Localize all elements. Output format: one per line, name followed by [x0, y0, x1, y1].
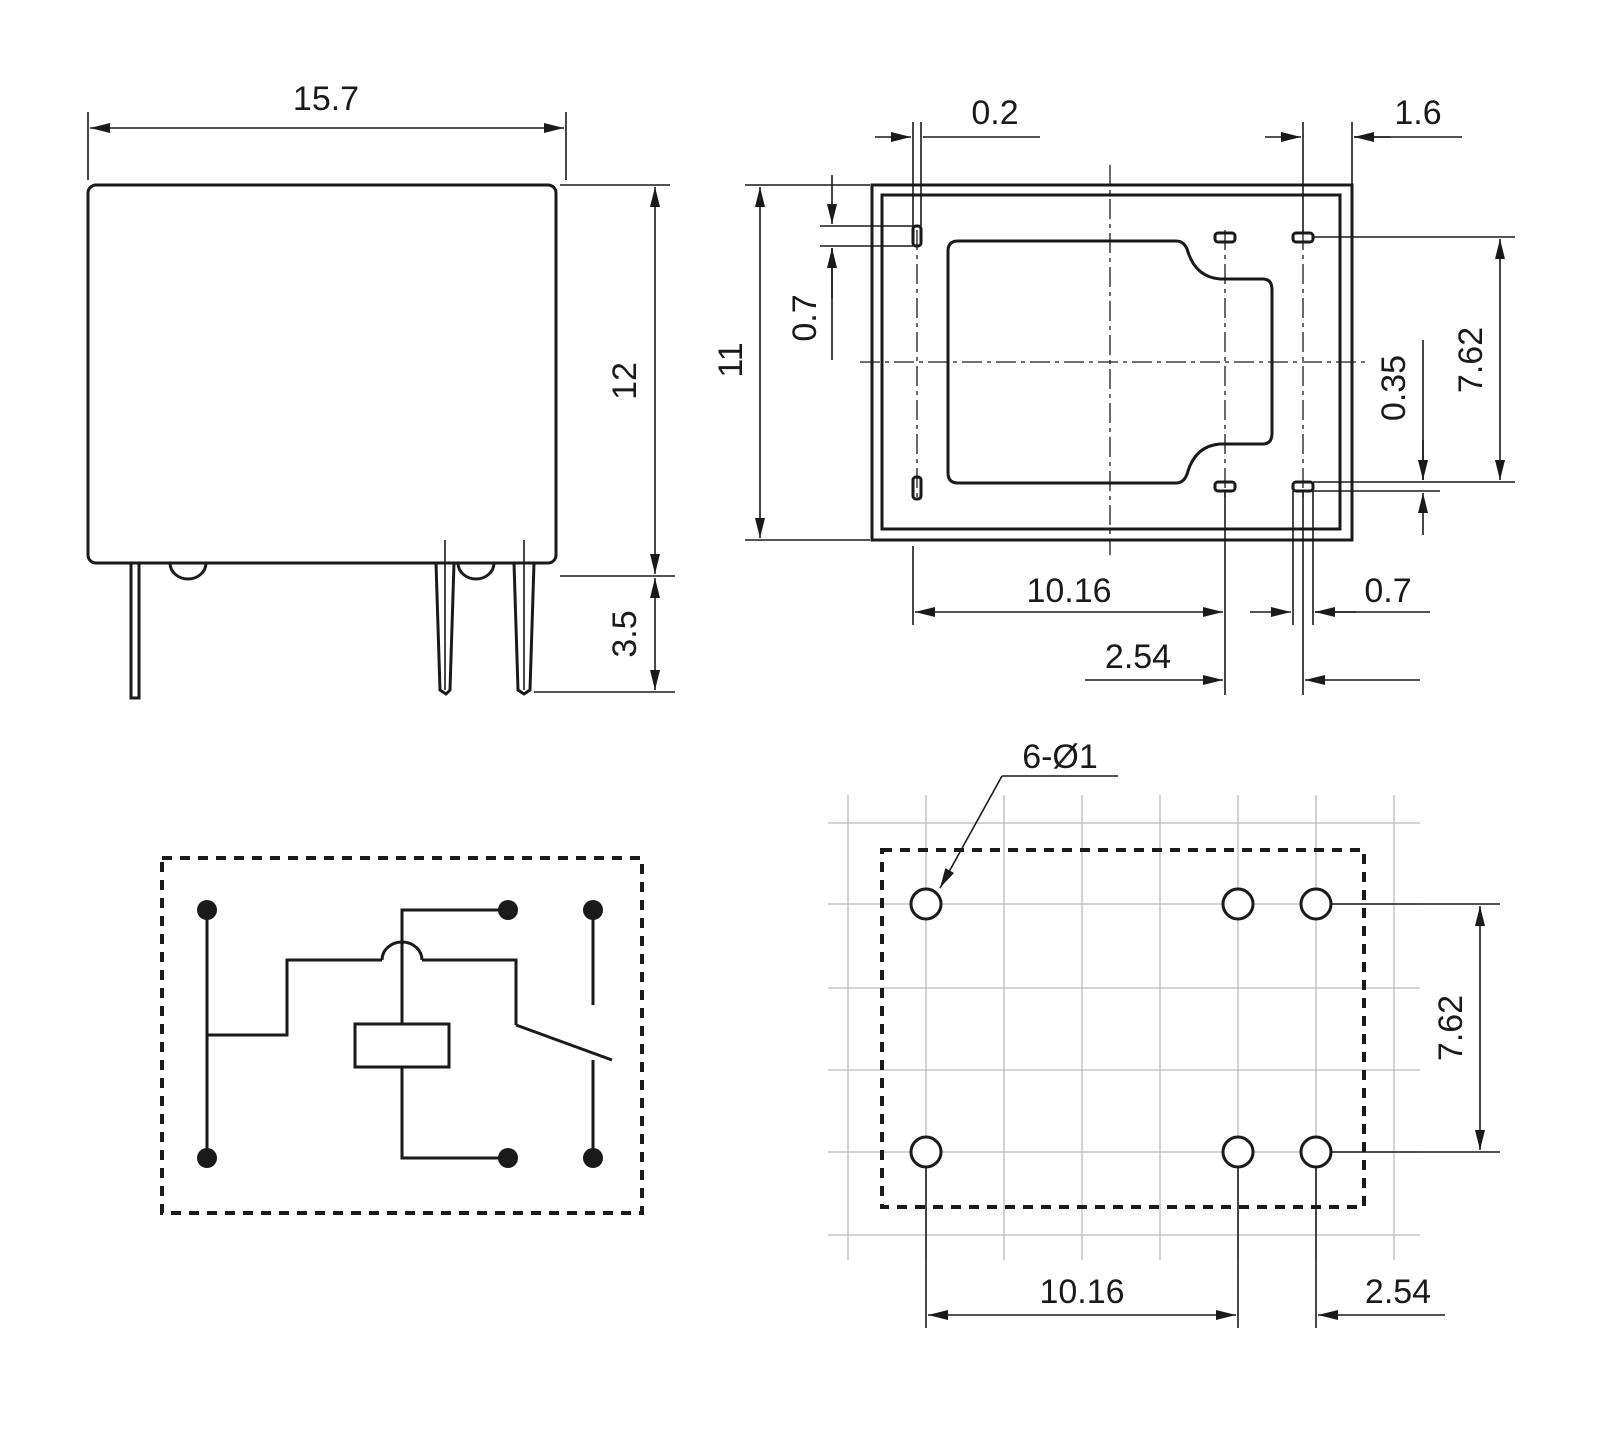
wire-left-to-armature: [207, 958, 382, 1037]
terminal-coil-bottom: [498, 1148, 518, 1168]
dim-pitch-long-label: 10.16: [1026, 572, 1111, 610]
recess-outline: [946, 239, 1274, 485]
pin-pad-bottom-left: [911, 475, 923, 501]
pcb-layout: 6-Ø1 7.62 10.16 2.54: [828, 738, 1500, 1328]
dim-row-spacing-label: 7.62: [1452, 327, 1490, 393]
relay-coil: [353, 1022, 451, 1069]
pcb-pitch-short-label: 2.54: [1365, 1273, 1431, 1311]
schematic-boundary: [160, 856, 644, 1215]
pcb-hole-top-left: [909, 887, 943, 921]
terminal-nc: [583, 900, 603, 920]
wire-coil-bottom: [400, 1067, 508, 1160]
terminal-bottom-left: [197, 1148, 217, 1168]
dim-body-height-label: 11: [712, 342, 750, 377]
pcb-hole-bottom-left: [909, 1135, 943, 1169]
pcb-hole-bottom-mid: [1221, 1135, 1255, 1169]
pcb-pitch-long-label: 10.16: [1039, 1273, 1124, 1311]
dim-pin-thick-label: 0.7: [1364, 572, 1411, 610]
pcb-hole-top-right: [1299, 887, 1333, 921]
wire-coil-top: [400, 908, 508, 1024]
pin-left: [129, 563, 141, 700]
body-bump-right: [456, 562, 496, 581]
switch-blade: [515, 1023, 613, 1062]
dim-pin-height-label: 0.7: [786, 294, 824, 341]
hole-callout-arrow: [939, 775, 1003, 889]
pcb-hole-top-mid: [1221, 887, 1255, 921]
dim-edge-label: 1.6: [1394, 94, 1441, 132]
dim-height-label: 12: [606, 362, 644, 400]
wire-armature: [422, 958, 518, 1025]
bottom-view: 0.2 1.6 11 0.7 7.62 0.35: [712, 94, 1515, 695]
relay-body-outline: [86, 183, 558, 565]
pin-pad-top-left: [911, 224, 923, 248]
wiring-schematic: [160, 856, 644, 1215]
dim-small-offset-label: 0.35: [1375, 355, 1413, 421]
dim-offset-label: 0.2: [971, 94, 1018, 132]
dim-pitch-short-label: 2.54: [1105, 638, 1171, 676]
pcb-footprint-boundary: [880, 848, 1366, 1209]
terminal-no: [583, 1148, 603, 1168]
pin-middle: [434, 562, 456, 696]
terminal-top-left: [197, 900, 217, 920]
dim-width-label: 15.7: [293, 80, 359, 118]
dim-pin-length-label: 3.5: [606, 610, 644, 657]
hole-callout-label: 6-Ø1: [1022, 738, 1098, 776]
pcb-grid: [828, 795, 1420, 1260]
terminal-coil-top: [498, 900, 518, 920]
body-bump-left: [168, 562, 208, 581]
pcb-hole-bottom-right: [1299, 1135, 1333, 1169]
side-view: 15.7 12 3.5: [86, 80, 675, 700]
pin-right: [512, 562, 536, 696]
pin-pad-top-mid: [1213, 231, 1237, 244]
pcb-row-spacing-label: 7.62: [1432, 995, 1470, 1061]
